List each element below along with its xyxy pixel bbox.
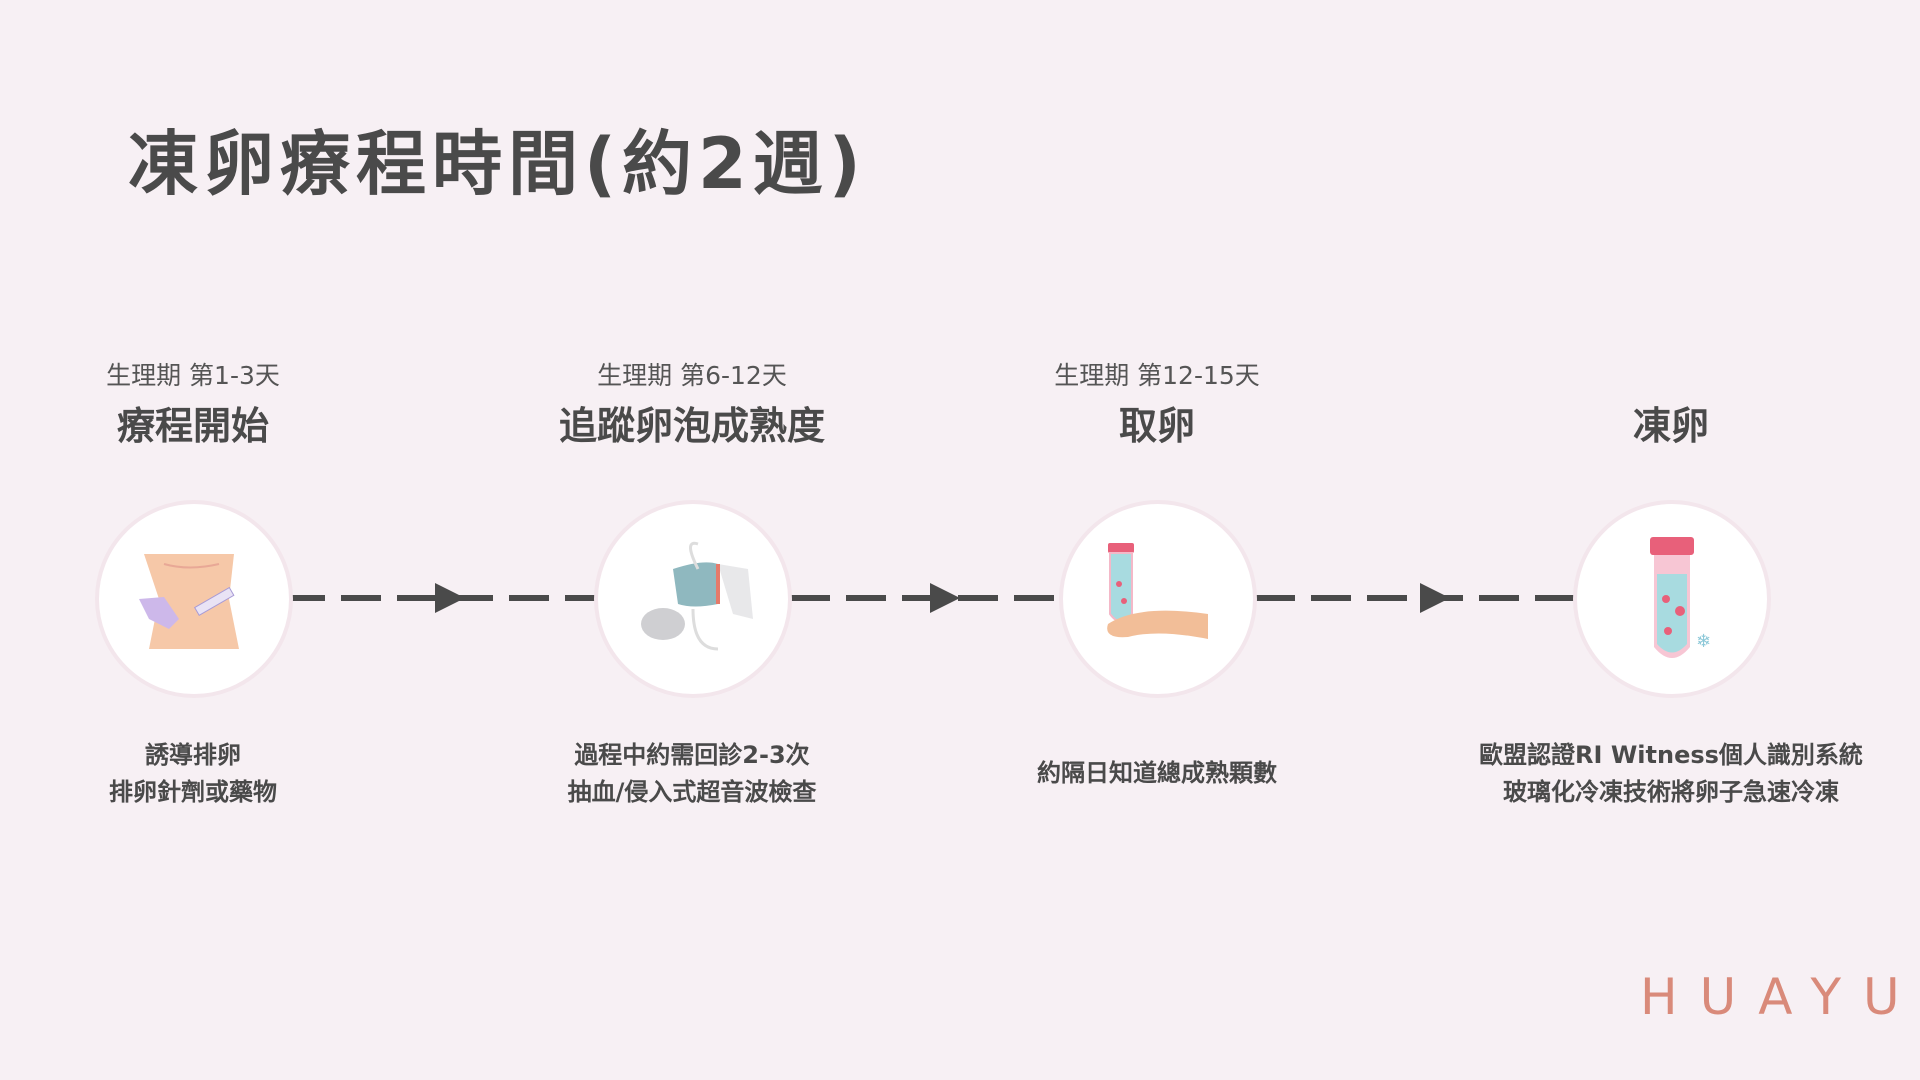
arrow-icon [1420, 583, 1450, 613]
step-heading: 取卵 [1118, 404, 1195, 448]
step-desc-line: 歐盟認證RI Witness個人識別系統 [1479, 741, 1863, 769]
arrow-icon [930, 583, 960, 613]
step-desc-line: 排卵針劑或藥物 [109, 778, 277, 806]
svg-text:❄: ❄ [1696, 631, 1711, 652]
step-desc-line: 玻璃化冷凍技術將卵子急速冷凍 [1503, 778, 1839, 806]
test-tube-hand-icon [1059, 500, 1257, 698]
step-desc-line: 抽血/侵入式超音波檢查 [567, 778, 817, 806]
page-title: 凍卵療程時間(約2週) [128, 123, 867, 205]
timeline-connector [1255, 595, 1580, 601]
step-desc-line: 過程中約需回診2-3次 [574, 741, 810, 769]
arrow-icon [435, 583, 465, 613]
step-heading: 療程開始 [116, 404, 269, 448]
step-desc-line: 誘導排卵 [145, 741, 241, 769]
step-heading: 追蹤卵泡成熟度 [558, 404, 825, 448]
injection-icon [95, 500, 293, 698]
brand-logo: HUAYU [1640, 968, 1920, 1026]
step-period: 生理期 第1-3天 [106, 361, 280, 390]
ultrasound-icon [594, 500, 792, 698]
frozen-test-tube-icon: ❄ [1573, 500, 1771, 698]
step-desc-line: 約隔日知道總成熟顆數 [1037, 759, 1277, 787]
step-period: 生理期 第12-15天 [1054, 361, 1260, 390]
step-heading: 凍卵 [1632, 404, 1709, 448]
timeline-connector [790, 595, 1060, 601]
step-period: 生理期 第6-12天 [597, 361, 787, 390]
